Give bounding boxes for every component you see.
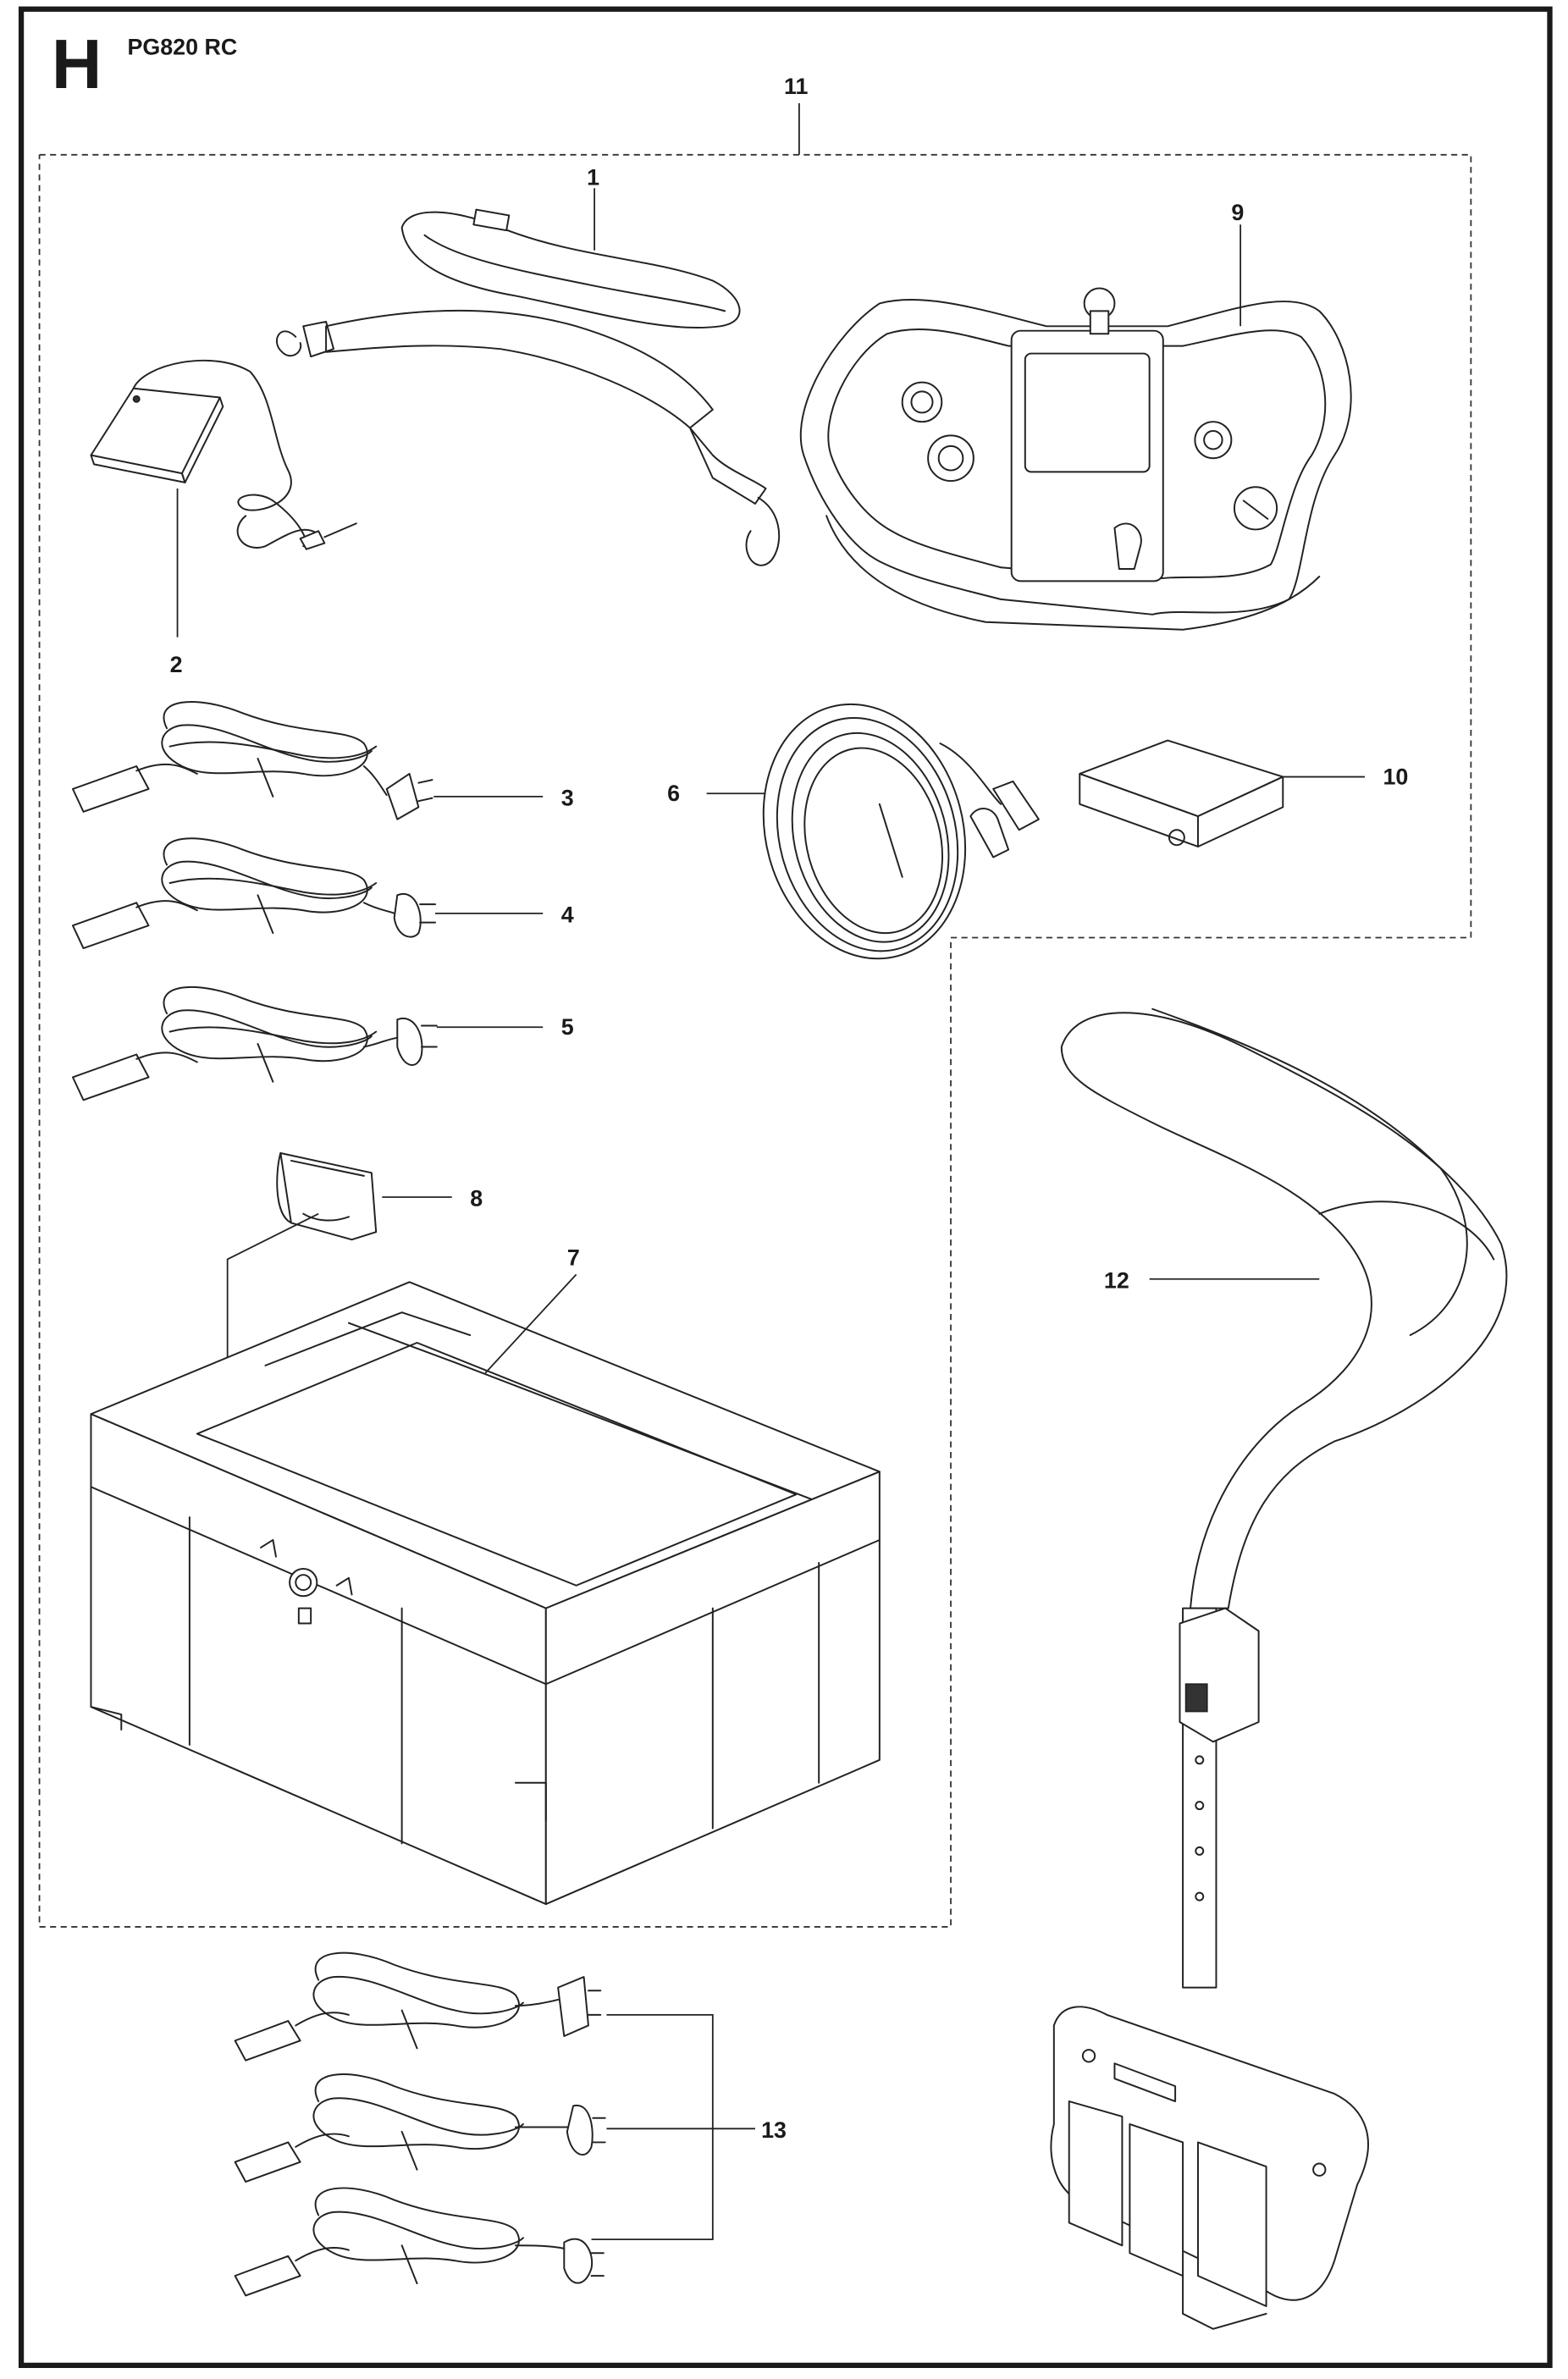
remote-control-drawing xyxy=(799,224,1352,631)
callout-2: 2 xyxy=(170,652,183,677)
callout-5: 5 xyxy=(561,1014,574,1040)
callout-6: 6 xyxy=(667,781,680,806)
kit-group-boundary xyxy=(38,153,1472,1928)
callout-9: 9 xyxy=(1231,200,1244,225)
callout-11: 11 xyxy=(784,74,808,99)
storage-case-drawing xyxy=(90,1273,881,1906)
power-cord-13b xyxy=(234,2073,606,2183)
callout-10: 10 xyxy=(1383,764,1408,790)
battery-box-drawing xyxy=(1079,739,1365,847)
shoulder-strap-drawing xyxy=(275,188,781,566)
callout-7: 7 xyxy=(567,1245,580,1271)
callout-13: 13 xyxy=(761,2117,787,2143)
callout-8: 8 xyxy=(470,1186,483,1212)
cable-coil-drawing xyxy=(706,703,1040,960)
power-cord-set-drawing xyxy=(234,1951,755,2297)
callout-4: 4 xyxy=(561,902,574,928)
power-cord-13a xyxy=(234,1951,602,2062)
battery-charger-drawing xyxy=(90,359,357,638)
page-frame xyxy=(18,6,1553,2369)
section-letter: H xyxy=(52,25,102,103)
harness-drawing xyxy=(1050,1007,1508,2330)
power-cord-3-drawing xyxy=(71,701,544,820)
model-title: PG820 RC xyxy=(127,35,237,60)
callout-3: 3 xyxy=(561,786,574,811)
power-cord-13c xyxy=(234,2187,605,2297)
power-cord-4-drawing xyxy=(71,837,544,950)
callout-1: 1 xyxy=(587,165,599,190)
callout-12: 12 xyxy=(1104,1267,1129,1293)
power-cord-5-drawing xyxy=(71,985,544,1101)
